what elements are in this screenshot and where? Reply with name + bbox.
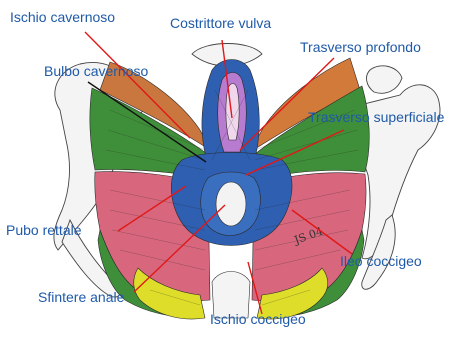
label-sfintere-anale: Sfintere anale	[38, 289, 125, 305]
label-costrittore-vulva: Costrittore vulva	[170, 15, 271, 31]
label-ischio-coccigeo: Ischio coccigeo	[210, 311, 306, 327]
label-ischio-cavernoso: Ischio cavernoso	[10, 9, 115, 25]
right-ileal-wing	[367, 66, 402, 93]
label-trasverso-superficiale: Trasverso superficiale	[308, 109, 445, 125]
label-pubo-rettale: Pubo rettale	[6, 222, 82, 238]
vulva-inner	[226, 84, 239, 141]
label-trasverso-profondo: Trasverso profondo	[300, 39, 421, 55]
label-bulbo-cavernoso: Bulbo cavernoso	[44, 63, 149, 79]
anal-opening	[216, 182, 246, 226]
label-ileo-coccigeo: Ileo coccigeo	[340, 253, 422, 269]
